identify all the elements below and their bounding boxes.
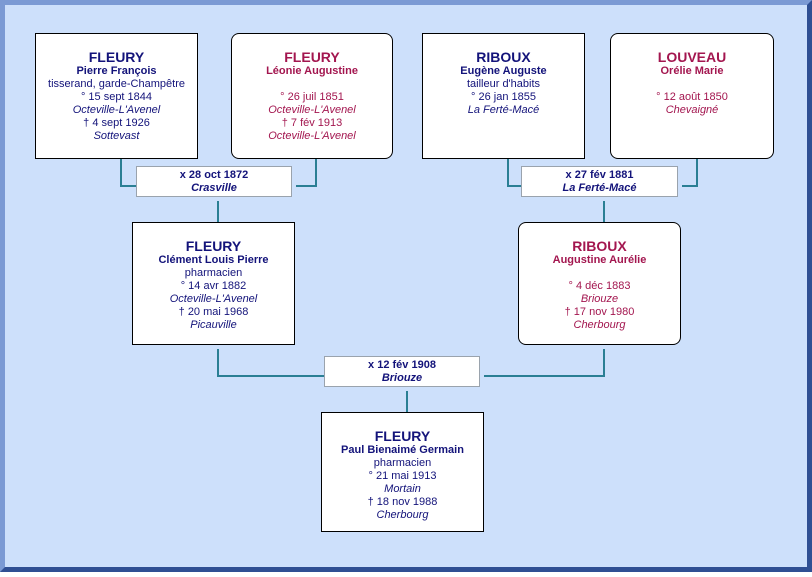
given-names: Clément Louis Pierre	[158, 254, 269, 266]
marriage-date: x 12 fév 1908	[368, 359, 436, 371]
spacer	[611, 78, 773, 91]
birth-date: ° 14 avr 1882	[180, 280, 247, 292]
connector-p1-m3	[217, 349, 329, 377]
person-card-p1[interactable]: FLEURY Clément Louis Pierre pharmacien °…	[132, 222, 295, 345]
marriage-place: Crasville	[191, 182, 237, 194]
marriage-date: x 28 oct 1872	[179, 169, 249, 181]
given-names: Pierre François	[76, 65, 157, 77]
person-card-gp2[interactable]: FLEURY Léonie Augustine ° 26 juil 1851 O…	[231, 33, 393, 159]
spacer	[519, 267, 680, 280]
birth-date: ° 12 août 1850	[656, 91, 728, 103]
connector-lines	[120, 159, 698, 417]
given-names: Orélie Marie	[660, 65, 724, 77]
birth-place: Octeville-L'Avenel	[72, 104, 161, 116]
birth-date: ° 26 jan 1855	[471, 91, 536, 103]
given-names: Léonie Augustine	[266, 65, 358, 77]
death-place: Cherbourg	[376, 509, 429, 521]
connector-gp1-m1	[120, 159, 141, 187]
person-card-gp4[interactable]: LOUVEAU Orélie Marie ° 12 août 1850 Chev…	[610, 33, 774, 159]
connector-gp3-m2	[507, 159, 526, 187]
death-place: Picauville	[190, 319, 237, 331]
surname: FLEURY	[284, 49, 340, 65]
birth-date: ° 15 sept 1844	[80, 91, 153, 103]
birth-place: Briouze	[580, 293, 619, 305]
marriage-place: La Ferté-Macé	[562, 182, 637, 194]
death-date: † 7 fév 1913	[281, 117, 343, 129]
surname: FLEURY	[374, 428, 431, 444]
marriage-label-m3: x 12 fév 1908 Briouze	[324, 356, 480, 387]
given-names: Augustine Aurélie	[552, 254, 647, 266]
death-place: Cherbourg	[573, 319, 626, 331]
occupation: tisserand, garde-Champêtre	[48, 78, 185, 90]
birth-date: ° 4 déc 1883	[568, 280, 631, 292]
death-date: † 18 nov 1988	[367, 496, 438, 508]
birth-date: ° 21 mai 1913	[368, 470, 437, 482]
surname: RIBOUX	[476, 49, 531, 65]
birth-place: La Ferté-Macé	[467, 104, 540, 116]
birth-date: ° 26 juil 1851	[280, 91, 344, 103]
person-card-root[interactable]: FLEURY Paul Bienaimé Germain pharmacien …	[321, 412, 484, 532]
occupation: pharmacien	[373, 457, 432, 469]
birth-place: Octeville-L'Avenel	[169, 293, 258, 305]
birth-place: Mortain	[384, 483, 421, 495]
birth-place: Chevaigné	[665, 104, 719, 116]
marriage-date: x 27 fév 1881	[565, 169, 634, 181]
surname: RIBOUX	[572, 238, 627, 254]
surname: FLEURY	[88, 49, 145, 65]
connector-p2-m3	[484, 349, 605, 377]
occupation: tailleur d'habits	[466, 78, 541, 90]
person-card-p2[interactable]: RIBOUX Augustine Aurélie ° 4 déc 1883 Br…	[518, 222, 681, 345]
given-names: Eugène Auguste	[460, 65, 547, 77]
surname: FLEURY	[185, 238, 242, 254]
death-date: † 4 sept 1926	[83, 117, 150, 129]
death-place: Sottevast	[93, 130, 140, 142]
death-date: † 17 nov 1980	[564, 306, 635, 318]
surname: LOUVEAU	[657, 49, 727, 65]
given-names: Paul Bienaimé Germain	[341, 444, 464, 456]
person-card-gp3[interactable]: RIBOUX Eugène Auguste tailleur d'habits …	[422, 33, 585, 159]
death-date: † 20 mai 1968	[178, 306, 249, 318]
occupation: pharmacien	[184, 267, 243, 279]
death-place: Octeville-L'Avenel	[268, 130, 356, 142]
marriage-place: Briouze	[381, 372, 423, 384]
spacer	[232, 78, 392, 91]
connector-gp4-m2	[682, 159, 698, 187]
marriage-label-m1: x 28 oct 1872 Crasville	[136, 166, 292, 197]
birth-place: Octeville-L'Avenel	[268, 104, 356, 116]
connector-gp2-m1	[296, 159, 317, 187]
person-card-gp1[interactable]: FLEURY Pierre François tisserand, garde-…	[35, 33, 198, 159]
marriage-label-m2: x 27 fév 1881 La Ferté-Macé	[521, 166, 678, 197]
